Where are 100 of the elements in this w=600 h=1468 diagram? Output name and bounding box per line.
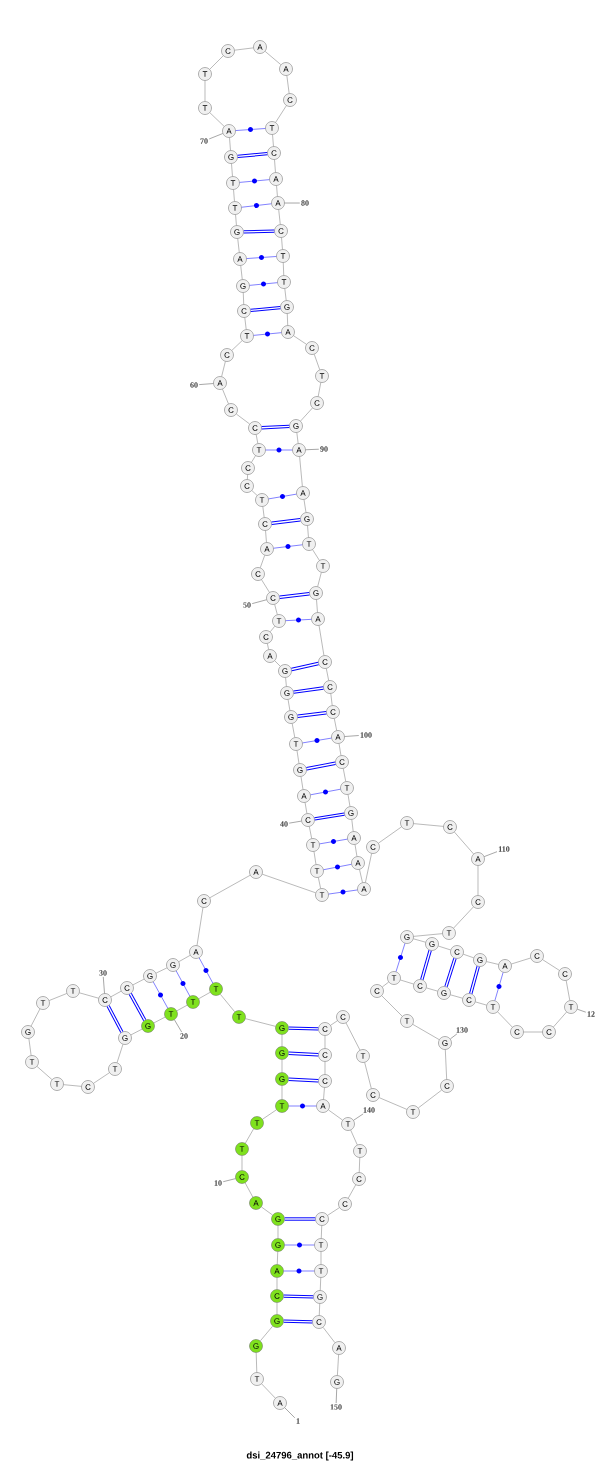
leader-line bbox=[335, 1388, 337, 1404]
backbone-line bbox=[378, 1097, 408, 1110]
leader-line bbox=[222, 1178, 236, 1182]
base-pair-line bbox=[469, 965, 480, 995]
position-number: 100 bbox=[360, 732, 372, 738]
backbone-line bbox=[299, 456, 303, 487]
base-pair-line bbox=[395, 943, 406, 972]
backbone-line bbox=[320, 1277, 321, 1291]
position-number: 12 bbox=[587, 1011, 595, 1017]
backbone-line bbox=[486, 961, 499, 965]
backbone-line bbox=[330, 693, 333, 706]
position-number: 50 bbox=[243, 602, 251, 608]
backbone-line bbox=[337, 1354, 339, 1376]
backbone-line bbox=[438, 945, 451, 951]
backbone-line bbox=[270, 626, 275, 633]
backbone-line bbox=[261, 579, 270, 593]
backbone-line bbox=[281, 237, 283, 250]
backbone-line bbox=[413, 938, 426, 943]
backbone-line bbox=[309, 826, 312, 839]
backbone-line bbox=[281, 1034, 283, 1047]
position-number: 130 bbox=[456, 1027, 468, 1033]
position-number: 30 bbox=[99, 970, 107, 976]
backbone-line bbox=[317, 572, 322, 587]
leader-line bbox=[174, 1019, 182, 1033]
position-number: 1 bbox=[296, 1418, 300, 1424]
backbone-line bbox=[351, 819, 354, 832]
backbone-line bbox=[265, 530, 267, 543]
backbone-line bbox=[155, 967, 168, 974]
backbone-line bbox=[276, 1302, 278, 1315]
backbone-line bbox=[49, 993, 67, 1001]
base-pair-line bbox=[297, 711, 327, 718]
backbone-line bbox=[287, 699, 291, 711]
backbone-line bbox=[278, 209, 281, 225]
backbone-line bbox=[235, 214, 237, 226]
backbone-line bbox=[542, 959, 560, 971]
base-pair-line bbox=[153, 981, 168, 1009]
backbone-line bbox=[274, 660, 281, 667]
backbone-line bbox=[281, 1085, 283, 1100]
backbone-line bbox=[178, 955, 191, 962]
leader-line bbox=[484, 851, 498, 857]
backbone-line bbox=[262, 506, 265, 518]
backbone-line bbox=[400, 979, 414, 985]
backbone-line bbox=[240, 265, 243, 280]
backbone-line bbox=[317, 382, 321, 397]
base-pair-line bbox=[285, 617, 312, 623]
backbone-line bbox=[262, 874, 316, 894]
backbone-line bbox=[276, 1277, 278, 1290]
base-pair-line bbox=[283, 1319, 313, 1324]
backbone-line bbox=[245, 1018, 276, 1027]
backbone-line bbox=[272, 134, 274, 147]
caption: dsi_24796_annot [-45.9] bbox=[246, 1451, 354, 1461]
backbone-line bbox=[343, 768, 346, 782]
leader-line bbox=[344, 735, 360, 737]
backbone-line bbox=[220, 993, 235, 1013]
base-pair-line bbox=[235, 127, 266, 132]
backbone-line bbox=[277, 1251, 278, 1265]
leader-line bbox=[450, 1033, 458, 1040]
backbone-line bbox=[281, 1059, 283, 1073]
leader-line bbox=[353, 1113, 364, 1121]
base-pair-line bbox=[288, 1026, 319, 1031]
backbone-line bbox=[454, 831, 474, 855]
base-pair-line bbox=[290, 661, 320, 672]
backbone-line bbox=[245, 1128, 254, 1144]
backbone-line bbox=[413, 933, 443, 937]
backbone-line bbox=[293, 335, 307, 345]
backbone-line bbox=[354, 844, 358, 857]
backbone-line bbox=[523, 1031, 543, 1033]
position-number: 60 bbox=[190, 382, 198, 388]
backbone-line bbox=[382, 981, 389, 988]
backbone-line bbox=[312, 549, 320, 561]
backbone-line bbox=[229, 137, 231, 151]
backbone-line bbox=[209, 112, 225, 127]
leader-line bbox=[577, 1009, 587, 1013]
position-number: 70 bbox=[200, 138, 208, 144]
backbone-line bbox=[511, 957, 531, 965]
backbone-line bbox=[176, 1005, 188, 1011]
backbone-line bbox=[338, 743, 342, 756]
backbone-line bbox=[412, 1024, 440, 1040]
base-pair-line bbox=[253, 331, 282, 337]
backbone-line bbox=[233, 189, 235, 202]
backbone-line bbox=[319, 1303, 320, 1316]
base-pair-line bbox=[328, 889, 358, 895]
backbone-line bbox=[93, 1072, 110, 1084]
base-pair-line bbox=[319, 838, 348, 845]
backbone-line bbox=[477, 865, 479, 896]
base-pair-line bbox=[261, 424, 290, 430]
backbone-line bbox=[251, 455, 256, 463]
backbone-line bbox=[345, 1022, 361, 1051]
backbone-line bbox=[565, 980, 571, 1001]
base-pair-line bbox=[313, 812, 346, 821]
backbone-line bbox=[450, 994, 463, 999]
position-number: 90 bbox=[320, 446, 328, 452]
backbone-line bbox=[296, 432, 299, 444]
leader-line bbox=[305, 448, 320, 450]
backbone-line bbox=[291, 723, 295, 738]
base-pair-line bbox=[175, 970, 191, 997]
backbone-line bbox=[348, 1184, 356, 1199]
position-number: 110 bbox=[498, 846, 510, 852]
backbone-line bbox=[418, 1089, 442, 1109]
backbone-line bbox=[209, 55, 224, 70]
